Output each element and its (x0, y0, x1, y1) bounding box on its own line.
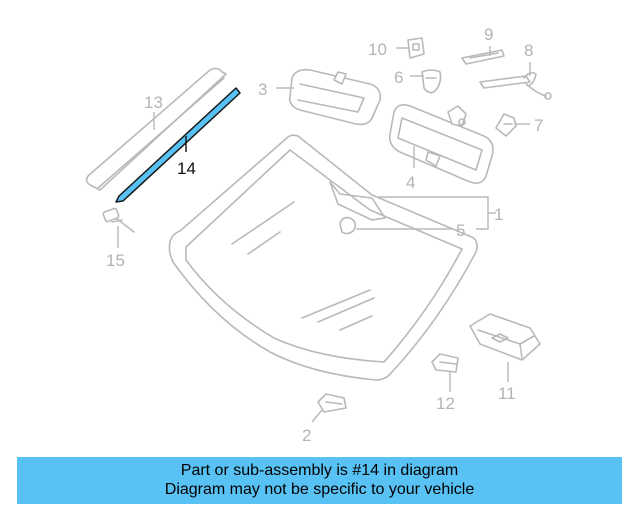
callout-numbers: 1 2 3 4 5 6 7 8 9 10 11 12 13 14 15 (106, 25, 543, 445)
callout-2: 2 (302, 426, 311, 445)
clip-part-15 (102, 207, 135, 233)
callout-4: 4 (406, 173, 415, 192)
callout-6: 6 (394, 68, 403, 87)
wiring-part-8 (479, 71, 552, 100)
callout-9: 9 (484, 25, 493, 44)
sensor-part-5 (339, 216, 357, 235)
bracket-part-9 (461, 49, 505, 65)
mirror-bracket (447, 105, 467, 127)
clip-part-2 (317, 393, 347, 413)
callout-7: 7 (534, 116, 543, 135)
callout-leaders (117, 46, 531, 423)
callout-3: 3 (258, 80, 267, 99)
callout-13: 13 (144, 93, 163, 112)
module-part-11 (469, 313, 541, 361)
clip-part-12 (431, 353, 459, 373)
rearview-mirror-part-3 (288, 68, 382, 126)
highlighted-moulding-part-14 (115, 87, 241, 203)
cover-part-7 (495, 113, 517, 137)
callout-1: 1 (494, 205, 503, 224)
cover-part-6 (421, 69, 442, 94)
callout-14: 14 (177, 159, 196, 178)
callout-10: 10 (368, 40, 387, 59)
banner-part-line: Part or sub-assembly is #14 in diagram (180, 462, 459, 479)
callout-5: 5 (456, 221, 465, 240)
callout-8: 8 (524, 41, 533, 60)
bracket-part-10 (407, 37, 425, 59)
callout-12: 12 (436, 394, 455, 413)
windshield-glass (168, 134, 478, 381)
banner-disclaimer-line: Diagram may not be specific to your vehi… (164, 481, 475, 498)
callout-15: 15 (106, 251, 125, 270)
pillar-moulding (85, 67, 227, 191)
callout-11: 11 (498, 384, 516, 403)
part-info-banner: Part or sub-assembly is #14 in diagram D… (17, 457, 622, 504)
parts-diagram: 1 2 3 4 5 6 7 8 9 10 11 12 13 14 15 (85, 25, 552, 445)
rearview-mirror-part-4 (388, 104, 494, 184)
